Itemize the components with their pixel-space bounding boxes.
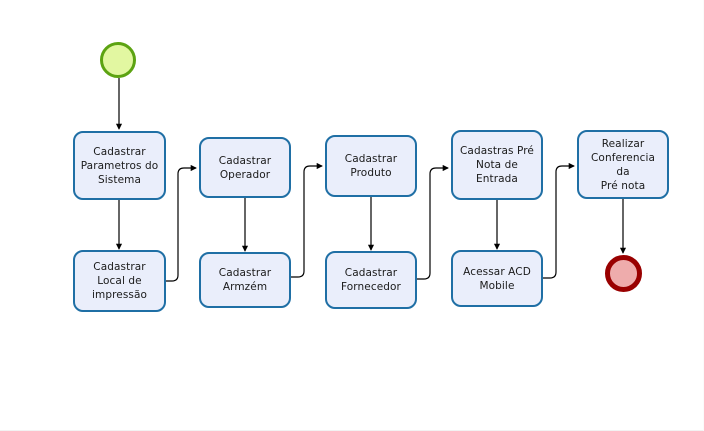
task-realizar-conferencia-da-pre-nota[interactable]: Realizar Conferencia da Pré nota (577, 130, 669, 199)
edge-n4-n5 (291, 162, 323, 278)
task-cadastras-pre-nota-de-entrada[interactable]: Cadastras Pré Nota de Entrada (451, 130, 543, 200)
task-acessar-acd-mobile[interactable]: Acessar ACD Mobile (451, 250, 543, 307)
task-cadastrar-armzem[interactable]: Cadastrar Armzém (199, 252, 291, 308)
edge-n8-n9 (543, 162, 575, 279)
task-cadastrar-operador[interactable]: Cadastrar Operador (199, 137, 291, 198)
start-event[interactable] (100, 42, 136, 78)
edge-n6-n7 (417, 164, 449, 280)
edge-n2-n3 (165, 164, 197, 282)
task-cadastrar-produto[interactable]: Cadastrar Produto (325, 135, 417, 197)
end-event[interactable] (605, 255, 642, 292)
task-cadastrar-local-de-impressao[interactable]: Cadastrar Local de impressão (73, 250, 166, 312)
task-cadastrar-fornecedor[interactable]: Cadastrar Fornecedor (325, 251, 417, 309)
task-cadastrar-parametros-do-sistema[interactable]: Cadastrar Parametros do Sistema (73, 131, 166, 200)
